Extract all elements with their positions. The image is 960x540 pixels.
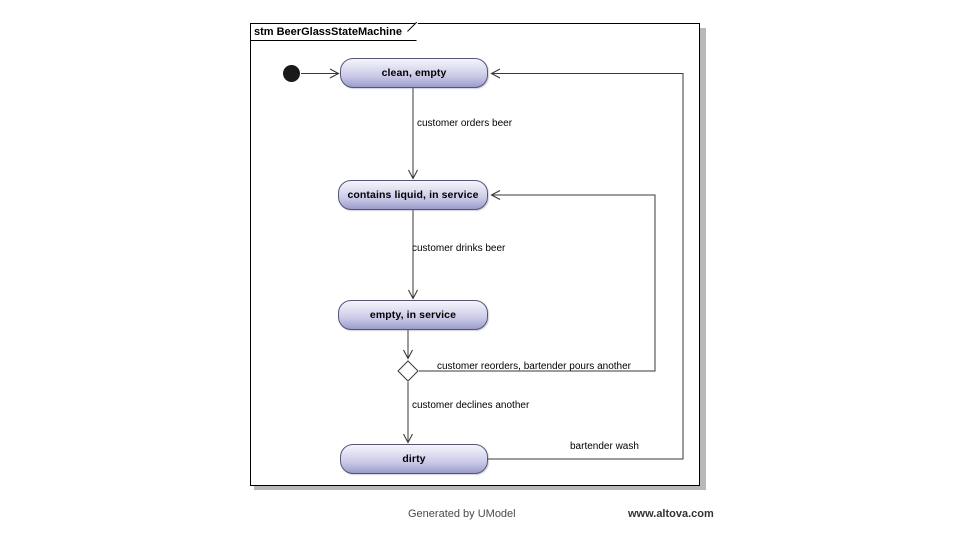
state-dirty[interactable]: dirty bbox=[340, 444, 488, 474]
state-label: contains liquid, in service bbox=[347, 189, 479, 201]
transition-label-customer-declines-another: customer declines another bbox=[412, 400, 530, 411]
state-empty-in-service[interactable]: empty, in service bbox=[338, 300, 488, 330]
initial-node[interactable] bbox=[283, 65, 300, 82]
footer-url: www.altova.com bbox=[628, 508, 714, 520]
footer: Generated by UModel www.altova.com bbox=[0, 508, 960, 532]
uml-frame: stm BeerGlassStateMachine bbox=[250, 23, 700, 486]
state-clean-empty[interactable]: clean, empty bbox=[340, 58, 488, 88]
transition-label-customer-drinks-beer: customer drinks beer bbox=[412, 243, 506, 254]
transition-label-customer-orders-beer: customer orders beer bbox=[417, 118, 513, 129]
state-label: empty, in service bbox=[369, 309, 457, 321]
frame-label: stm BeerGlassStateMachine bbox=[251, 24, 417, 41]
transition-label-bartender-wash: bartender wash bbox=[570, 441, 639, 452]
decision-node[interactable] bbox=[397, 360, 419, 382]
footer-generated-by: Generated by UModel bbox=[408, 508, 516, 520]
state-label: dirty bbox=[402, 453, 426, 465]
transition-label-customer-reorders: customer reorders, bartender pours anoth… bbox=[437, 361, 631, 372]
state-label: clean, empty bbox=[381, 67, 447, 79]
state-contains-liquid-in-service[interactable]: contains liquid, in service bbox=[338, 180, 488, 210]
